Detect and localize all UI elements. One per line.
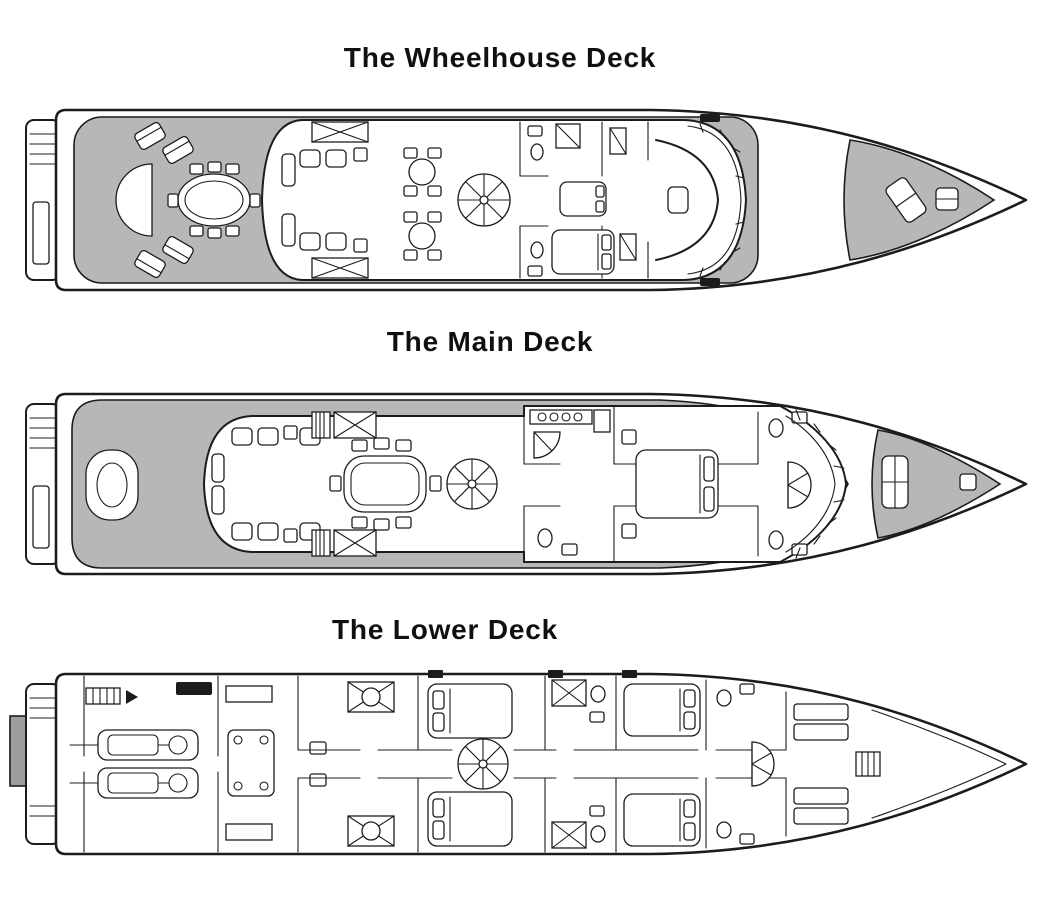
swim-platform	[25, 683, 61, 845]
lower-deck-plan	[9, 670, 1028, 856]
deck-hatch	[622, 670, 637, 678]
direction-arrow	[126, 690, 138, 704]
windshield-mullions	[699, 123, 745, 277]
bathroom-fixtures	[527, 123, 581, 277]
tender-bay	[225, 685, 275, 841]
wardrobe	[609, 127, 637, 261]
windshield	[785, 415, 836, 553]
foredeck-seat	[885, 177, 927, 223]
bow-ladder	[855, 751, 881, 777]
deck-hatch	[548, 670, 563, 678]
engine	[97, 729, 199, 761]
windshield-mullions	[795, 409, 845, 559]
deck-hatch	[700, 114, 720, 122]
guest-bed	[427, 791, 513, 847]
day-head	[537, 528, 578, 556]
bulkheads	[217, 675, 299, 853]
foredeck-hatch	[959, 473, 977, 491]
wheelhouse-deck-plan	[25, 108, 1028, 292]
crew-bunks	[793, 703, 849, 825]
wheelhouse-deck-title: The Wheelhouse Deck	[343, 42, 657, 73]
guest-bath	[551, 679, 606, 849]
engine-room	[69, 675, 212, 853]
corridor-walls	[297, 749, 787, 779]
foredeck-seat	[881, 455, 909, 509]
spiral-staircase	[457, 173, 511, 227]
engine	[97, 767, 199, 799]
guest-bed	[427, 683, 513, 739]
stairwell	[311, 411, 377, 557]
captain-cabin-bed	[551, 229, 615, 275]
pilot-berth	[559, 181, 607, 217]
deck-hatch	[428, 670, 443, 678]
vip-bed	[623, 793, 701, 847]
lower-deck-title: The Lower Deck	[332, 614, 558, 645]
master-bath	[768, 411, 812, 556]
engine-room-ladder	[85, 687, 121, 705]
master-bed	[635, 449, 719, 519]
cabin-walls	[417, 675, 787, 853]
deck-chairs	[134, 122, 194, 278]
game-tables	[403, 147, 442, 261]
spa-tub	[85, 449, 139, 521]
equipment-box	[176, 682, 212, 695]
stair-arch	[115, 163, 153, 237]
spiral-staircase	[446, 458, 498, 510]
windshield	[687, 125, 742, 275]
nightstand	[621, 429, 637, 445]
deck-hatch	[700, 278, 720, 286]
alfresco-dining-table	[167, 161, 261, 239]
skylight-hatch	[311, 121, 369, 279]
helm-station	[655, 139, 719, 261]
dining-table	[329, 437, 442, 531]
nightstand	[621, 523, 637, 539]
fwd-bath	[716, 683, 775, 845]
skylounge-seating	[281, 147, 368, 253]
main-deck-plan	[25, 392, 1028, 576]
galley	[529, 409, 611, 459]
laundry	[309, 681, 395, 847]
spiral-staircase	[457, 738, 509, 790]
interior-walls	[523, 405, 759, 563]
bow-locker	[871, 709, 1007, 819]
vip-bed	[623, 683, 701, 737]
swim-platform	[25, 403, 61, 565]
main-deck-title: The Main Deck	[386, 326, 594, 357]
